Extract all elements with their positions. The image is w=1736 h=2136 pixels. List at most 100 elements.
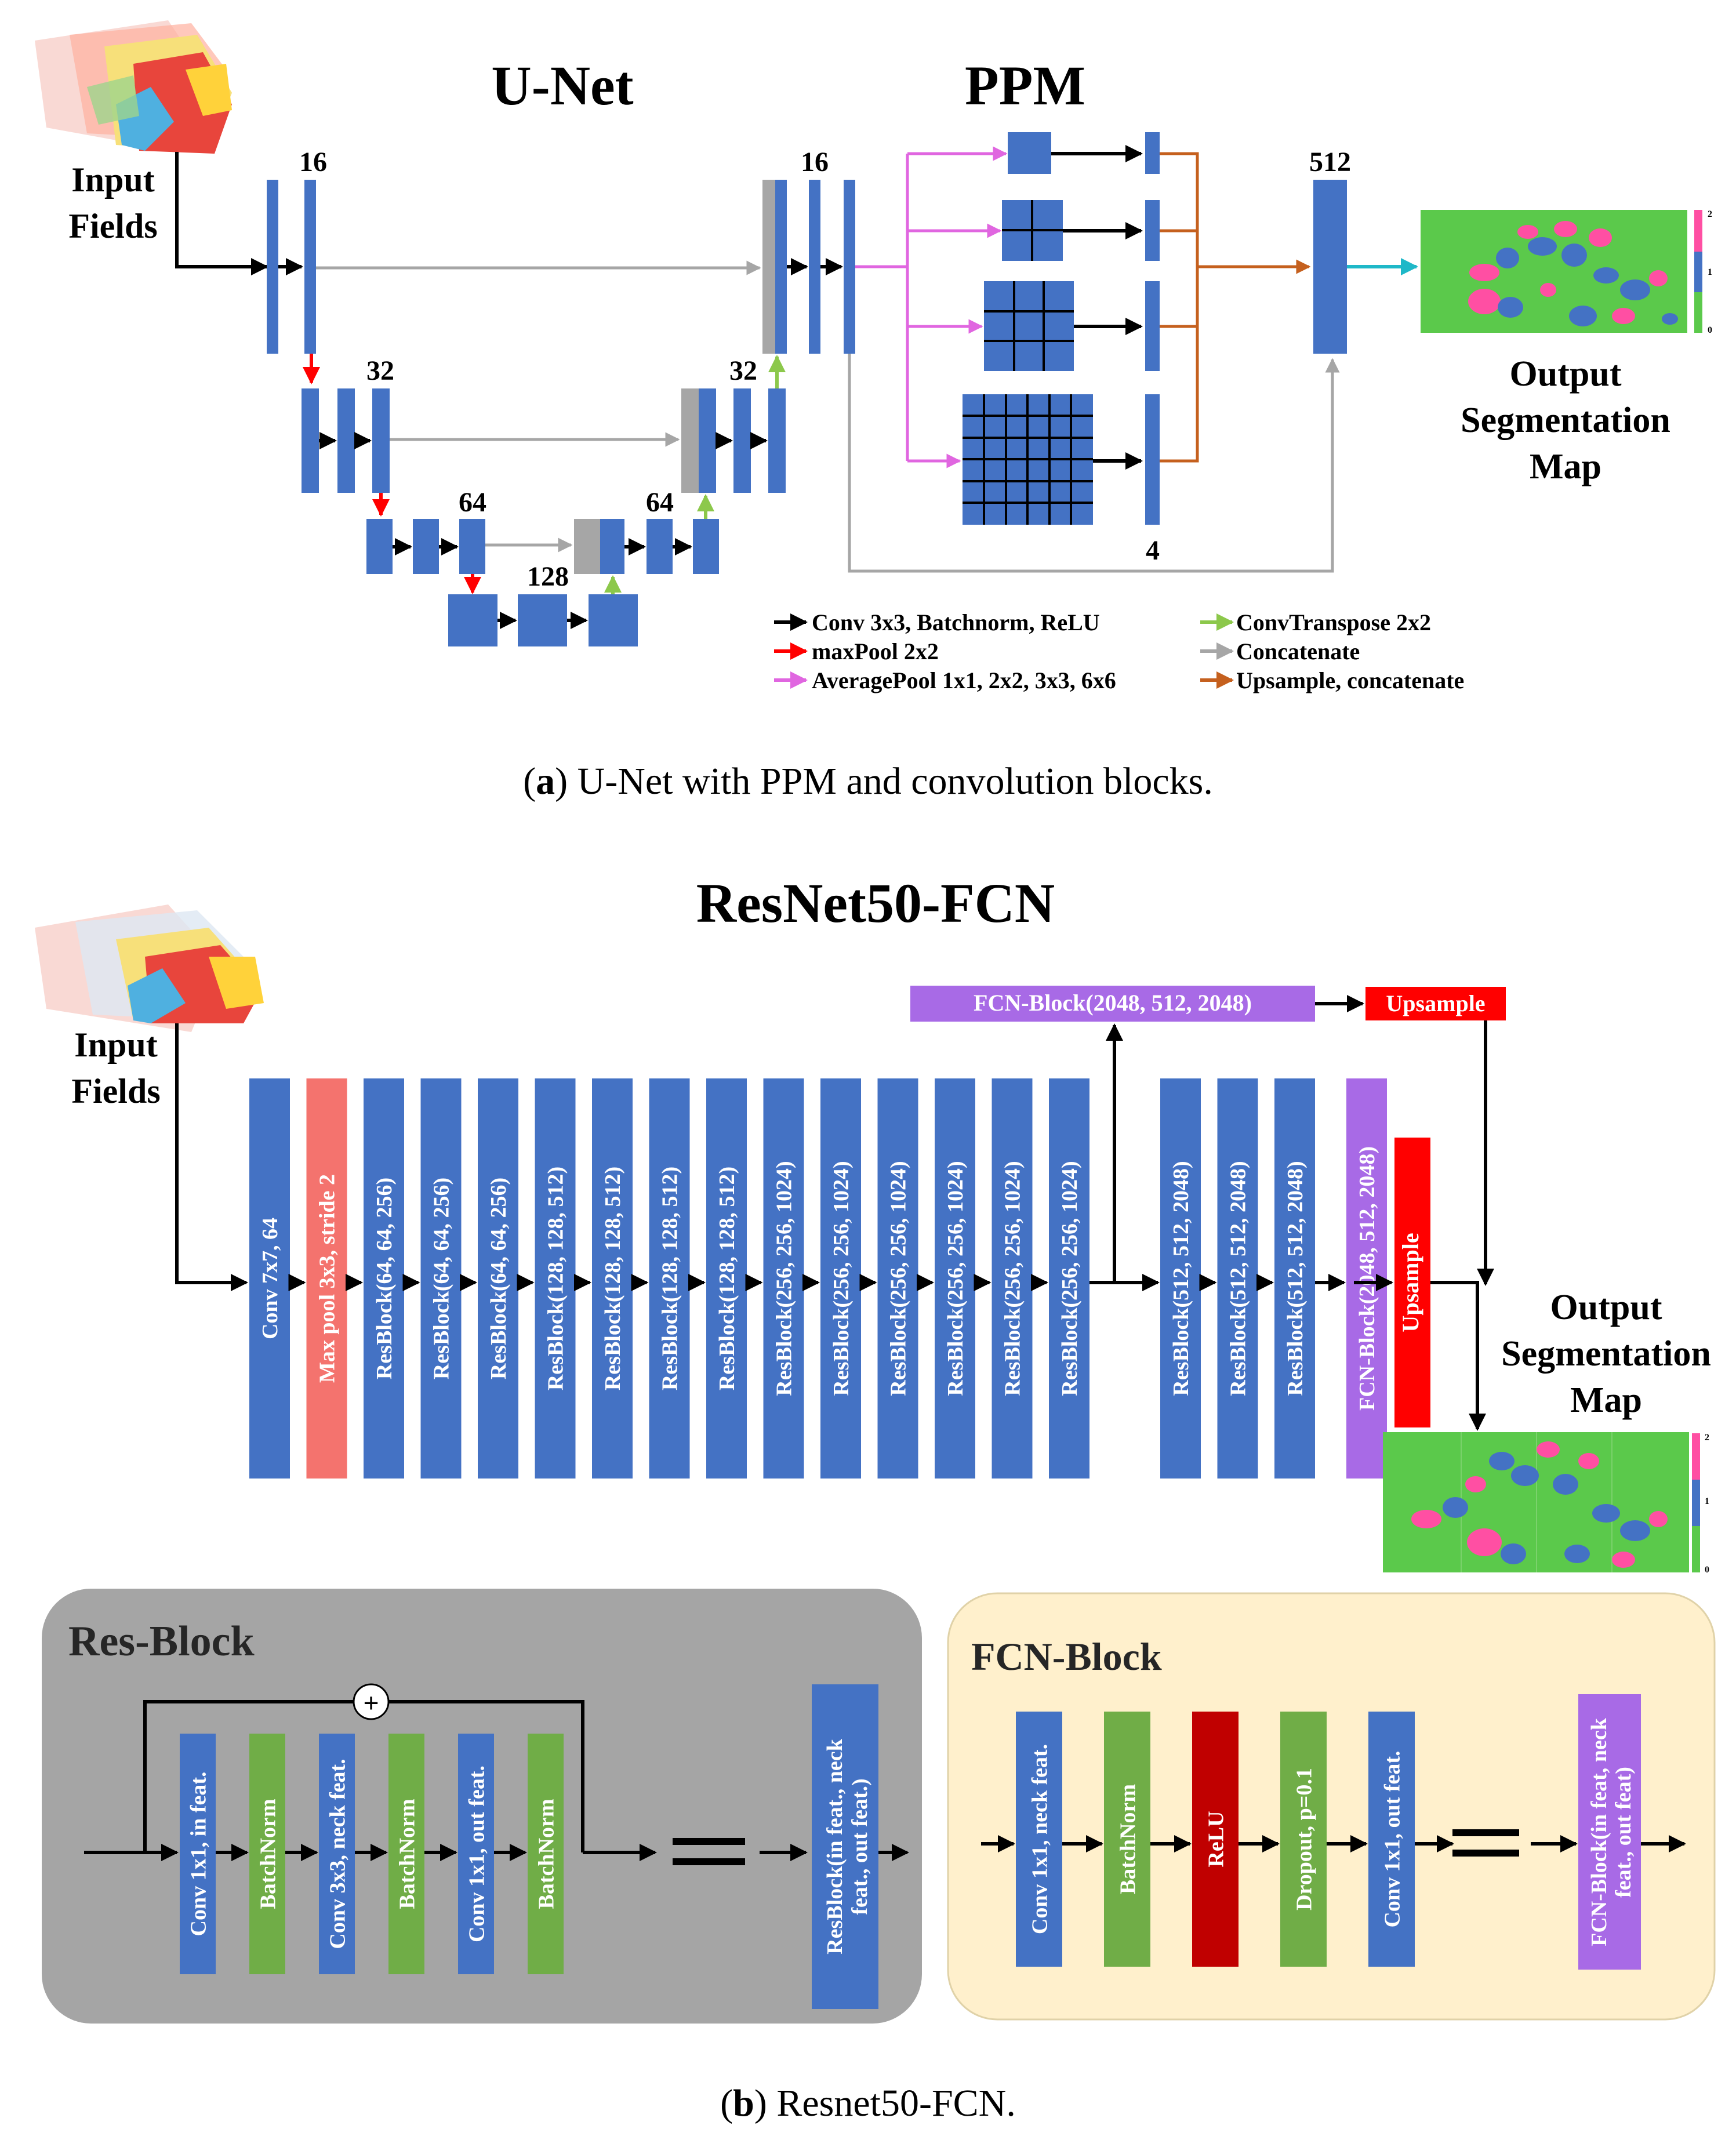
caption-b-letter: b — [733, 2082, 754, 2124]
res-block-add-node — [353, 1683, 390, 1720]
fcn-block-equiv-label-2: feat., out feat) — [1611, 1767, 1636, 1898]
resnet-block-6 — [535, 1078, 576, 1479]
resnet-block-2 — [306, 1078, 347, 1479]
resnet-block-5 — [478, 1078, 518, 1479]
unet-output-label-3: Map — [1530, 447, 1601, 486]
resnet-input-thumbnail — [35, 904, 264, 1032]
resnet-colorbar-tick-0: 0 — [1705, 1565, 1709, 1575]
resnet-block-4 — [420, 1078, 462, 1479]
resnet-block-label-12: ResBlock(256, 256, 1024) — [887, 1161, 911, 1396]
unet-dec3-concat — [574, 519, 600, 574]
res-block-plus-sign: + — [363, 1688, 379, 1719]
resnet-block-label-13: ResBlock(256, 256, 1024) — [943, 1161, 968, 1396]
resnet-block-chain: Conv 7x7, 64 Max pool 3x3, stride 2 ResBlo… — [249, 1078, 1387, 1479]
fcn-block-layer-block-1 — [1016, 1712, 1062, 1967]
resnet-block-label-1: Conv 7x7, 64 — [258, 1218, 282, 1339]
resnet-upsample-block — [1394, 1138, 1430, 1427]
resnet-block-15 — [1049, 1078, 1089, 1479]
unet-enc2-map-b — [337, 388, 355, 493]
resnet-block-3 — [364, 1078, 404, 1479]
resnet-output-label-1: Output — [1550, 1288, 1662, 1327]
unet-input-thumbnail — [35, 20, 232, 154]
caption-a-text: U-Net with PPM and convolution blocks. — [568, 760, 1213, 802]
resnet-merge-arrow — [1430, 1281, 1486, 1431]
resnet-block-14 — [992, 1078, 1033, 1479]
fcn-block-layer-block-label-1: Conv 1x1, neck feat. — [1027, 1744, 1052, 1934]
unet-title: U-Net — [491, 55, 633, 117]
caption-b-text: Resnet50-FCN. — [767, 2082, 1016, 2124]
resnet-branch-upsample-label: Upsample — [1386, 990, 1485, 1016]
resnet-block-13 — [935, 1078, 975, 1479]
caption-a: (a) U-Net with PPM and convolution block… — [523, 760, 1213, 802]
resnet-block-7 — [592, 1078, 633, 1479]
unet-bottleneck-map-a — [448, 594, 497, 646]
res-block-layer-block-4 — [388, 1734, 424, 1974]
resnet-block-18 — [1274, 1078, 1315, 1479]
resnet-block-label-4: ResBlock(64, 64, 256) — [430, 1178, 454, 1379]
resnet-output-colorbar: 2 1 0 — [1692, 1433, 1709, 1575]
unet-input-label-1: Input — [71, 161, 154, 199]
fcn-block-layer-block-2 — [1104, 1712, 1150, 1967]
unet-output-label-2: Segmentation — [1461, 401, 1670, 440]
resnet-block-label-3: ResBlock(64, 64, 256) — [372, 1178, 397, 1379]
unet-output-colorbar: 2 1 0 — [1694, 209, 1712, 335]
unet-dec2-channels: 32 — [729, 355, 757, 386]
fcn-block-title: FCN-Block — [971, 1634, 1162, 1679]
unet-enc1-map-a — [267, 180, 278, 354]
ppm-upsample-lines — [1160, 152, 1199, 463]
resnet-block-label-16: ResBlock(512, 512, 2048) — [1169, 1161, 1193, 1396]
ppm-branch-map-4 — [1145, 394, 1160, 525]
unet-enc3-channels: 64 — [459, 487, 486, 518]
fcn-block-layer-block-label-3: ReLU — [1204, 1811, 1228, 1867]
resnet-branch-fcn-block — [910, 986, 1315, 1022]
resnet-upsample-label: Upsample — [1397, 1233, 1423, 1332]
unet-enc2-map-c — [372, 388, 390, 493]
resnet-block-label-2: Max pool 3x3, stride 2 — [315, 1174, 340, 1383]
legend-label-conv: Conv 3x3, Batchnorm, ReLU — [812, 609, 1100, 635]
resnet-input-arrow — [175, 1023, 248, 1291]
unet-enc3-map-b — [413, 519, 439, 574]
fcn-block-equivalent — [1578, 1694, 1641, 1970]
resnet-colorbar-tick-2: 2 — [1705, 1433, 1709, 1443]
fcn-block-panel: FCN-Block Conv 1x1, neck feat. BatchNorm R… — [947, 1592, 1716, 2021]
unet-input-arrow — [175, 152, 268, 275]
ppm-pool-1x1 — [1008, 132, 1051, 174]
ppm-pool-6x6 — [963, 394, 1093, 525]
unet-input-label-2: Fields — [68, 207, 157, 245]
unet-output-segmentation — [1421, 210, 1687, 333]
unet-enc2-map-a — [302, 388, 319, 493]
fcn-block-layer-block-label-2: BatchNorm — [1116, 1784, 1140, 1894]
unet-bottleneck-channels: 128 — [527, 561, 569, 592]
caption-b: (b) Resnet50-FCN. — [720, 2082, 1016, 2124]
unet-dec1-map-a — [775, 180, 787, 354]
unet-dec1-map-c — [844, 180, 855, 354]
resnet-block-10 — [763, 1078, 804, 1479]
resnet-block-label-14: ResBlock(256, 256, 1024) — [1001, 1161, 1025, 1396]
legend-label-avgpool: AveragePool 1x1, 2x2, 3x3, 6x6 — [812, 667, 1116, 693]
resnet-branch-fcn-label: FCN-Block(2048, 512, 2048) — [974, 990, 1252, 1016]
unet-enc1-map-b — [304, 180, 316, 354]
unet-legend: Conv 3x3, Batchnorm, ReLU maxPool 2x2 Av… — [774, 609, 1464, 693]
res-block-layer-block-2 — [249, 1734, 285, 1974]
unet-enc1-channels: 16 — [299, 147, 327, 177]
legend-label-concatenate: Concatenate — [1236, 638, 1360, 664]
legend-label-upsample: Upsample, concatenate — [1236, 667, 1464, 693]
unet-output-label-1: Output — [1510, 354, 1622, 394]
resnet-block-16 — [1160, 1078, 1201, 1479]
res-block-layer-block-label-1: Conv 1x1, in feat. — [186, 1772, 210, 1937]
unet-dec2-map-b — [733, 388, 751, 493]
unet-dec1-channels: 16 — [801, 147, 829, 177]
res-block-layer-block-6 — [528, 1734, 564, 1974]
unet-dec1-map-b — [809, 180, 820, 354]
ppm-pool-2x2 — [1002, 200, 1063, 261]
unet-dec1-concat — [762, 180, 775, 354]
ppm-branch-channels: 4 — [1146, 535, 1160, 566]
resnet-block-17 — [1217, 1078, 1258, 1479]
res-block-layer-block-5 — [458, 1734, 494, 1974]
unet-dec2-map-a — [699, 388, 716, 493]
res-block-layer-block-label-6: BatchNorm — [534, 1799, 558, 1909]
fcn-block-layer-block-label-4: Dropout, p=0.1 — [1292, 1768, 1316, 1910]
resnet-branch-upsample — [1365, 987, 1506, 1020]
